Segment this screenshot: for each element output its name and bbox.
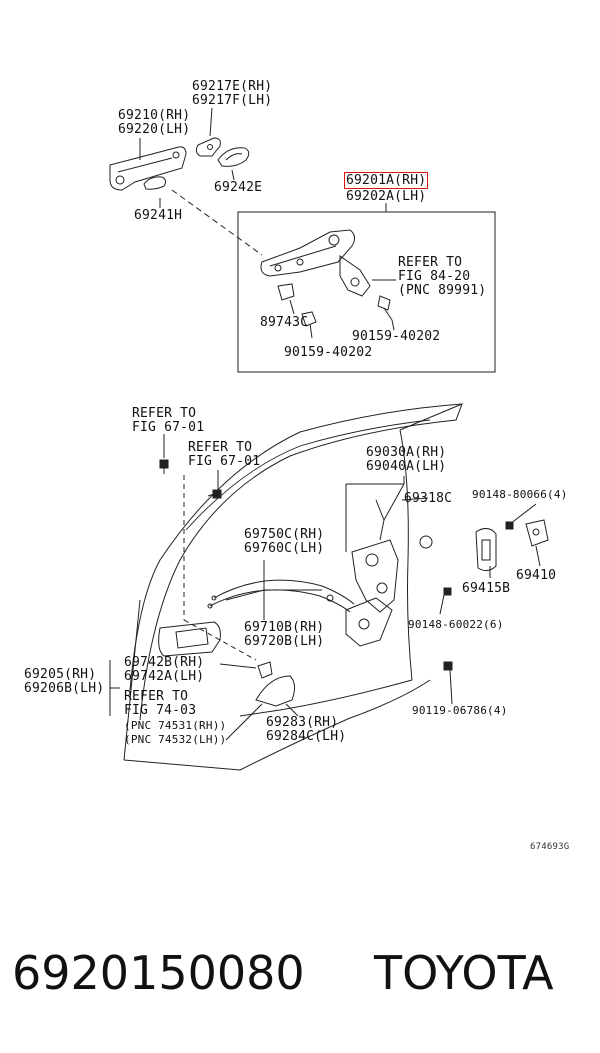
label-refer-67a-line2: FIG 67-01 — [132, 420, 205, 435]
label-90148-60022: 90148-60022(6) — [408, 618, 504, 631]
handle-frame-assembly-illustration — [260, 229, 371, 297]
label-69206b: 69206B(LH) — [24, 681, 105, 696]
label-69720b: 69720B(LH) — [244, 634, 325, 649]
label-69202a: 69202A(LH) — [346, 189, 427, 204]
label-69410: 69410 — [516, 568, 557, 583]
label-69030a: 69030A(RH) — [366, 445, 447, 460]
label-69742a: 69742A(LH) — [124, 669, 205, 684]
diagram-drawing — [109, 107, 549, 771]
label-refer-67b-line2: FIG 67-01 — [188, 454, 261, 469]
gasket-front-illustration — [217, 147, 250, 167]
label-69217e: 69217E(RH) — [192, 79, 273, 94]
parts-diagram: 69217E(RH) 69217F(LH) 69210(RH) 69220(LH… — [24, 79, 570, 852]
part-number: 6920150080 — [12, 946, 305, 1000]
label-69040a: 69040A(LH) — [366, 459, 447, 474]
label-69710b: 69710B(RH) — [244, 620, 325, 635]
label-69750c: 69750C(RH) — [244, 527, 325, 542]
seal-ring-illustration — [419, 535, 433, 549]
inside-handle-illustration — [158, 621, 221, 657]
label-refer-74-line1: REFER TO — [124, 689, 189, 704]
label-69217f: 69217F(LH) — [192, 93, 273, 108]
screw-icons — [159, 459, 514, 671]
window-frame-illustration — [185, 419, 431, 531]
brand-name: TOYOTA — [374, 946, 554, 1000]
striker-illustration — [525, 519, 549, 547]
label-90119-06786: 90119-06786(4) — [412, 704, 508, 717]
label-69284c: 69284C(LH) — [266, 729, 347, 744]
label-69205: 69205(RH) — [24, 667, 97, 682]
handle-cap-illustration — [195, 137, 221, 157]
label-refer-67a-line1: REFER TO — [132, 406, 197, 421]
label-69760c: 69760C(LH) — [244, 541, 325, 556]
label-pnc-74532: (PNC 74532(LH)) — [124, 733, 227, 746]
cable-rods-illustration — [207, 579, 355, 613]
bolt-b-illustration — [301, 311, 317, 339]
label-89743c: 89743C — [260, 315, 309, 330]
label-pnc-74531: (PNC 74531(RH)) — [124, 719, 227, 732]
label-refer-74-line2: FIG 74-03 — [124, 703, 197, 718]
label-69318c: 69318C — [404, 491, 453, 506]
label-69415b: 69415B — [462, 581, 511, 596]
figure-code: 674693G — [530, 842, 570, 852]
label-69283: 69283(RH) — [266, 715, 339, 730]
label-69220: 69220(LH) — [118, 122, 191, 137]
mirror-cover-illustration — [255, 675, 296, 707]
label-69201a-highlighted: 69201A(RH) — [343, 172, 429, 189]
door-panel-illustration — [123, 403, 463, 771]
label-69210: 69210(RH) — [118, 108, 191, 123]
gasket-rear-illustration — [143, 176, 167, 190]
label-90148-80066: 90148-80066(4) — [472, 488, 568, 501]
label-69242e: 69242E — [214, 180, 263, 195]
label-90159-b: 90159-40202 — [284, 345, 373, 360]
bolt-a-illustration — [377, 295, 393, 321]
label-refer-67b-line1: REFER TO — [188, 440, 253, 455]
label-refer-84-line3: (PNC 89991) — [398, 283, 487, 298]
label-90159-a: 90159-40202 — [352, 329, 441, 344]
inset-box — [237, 211, 496, 373]
label-refer-84-line2: FIG 84-20 — [398, 269, 471, 284]
label-69742b: 69742B(RH) — [124, 655, 205, 670]
label-refer-84-line1: REFER TO — [398, 255, 463, 270]
label-69241h: 69241H — [134, 208, 183, 223]
handle-bezel-illustration — [257, 661, 273, 679]
latch-assembly-illustration — [345, 499, 399, 647]
footer: 6920150080 TOYOTA — [0, 930, 600, 1020]
clip-illustration — [277, 283, 295, 301]
striker-plate-illustration — [475, 528, 497, 572]
outside-handle-frame-illustration — [109, 146, 187, 191]
